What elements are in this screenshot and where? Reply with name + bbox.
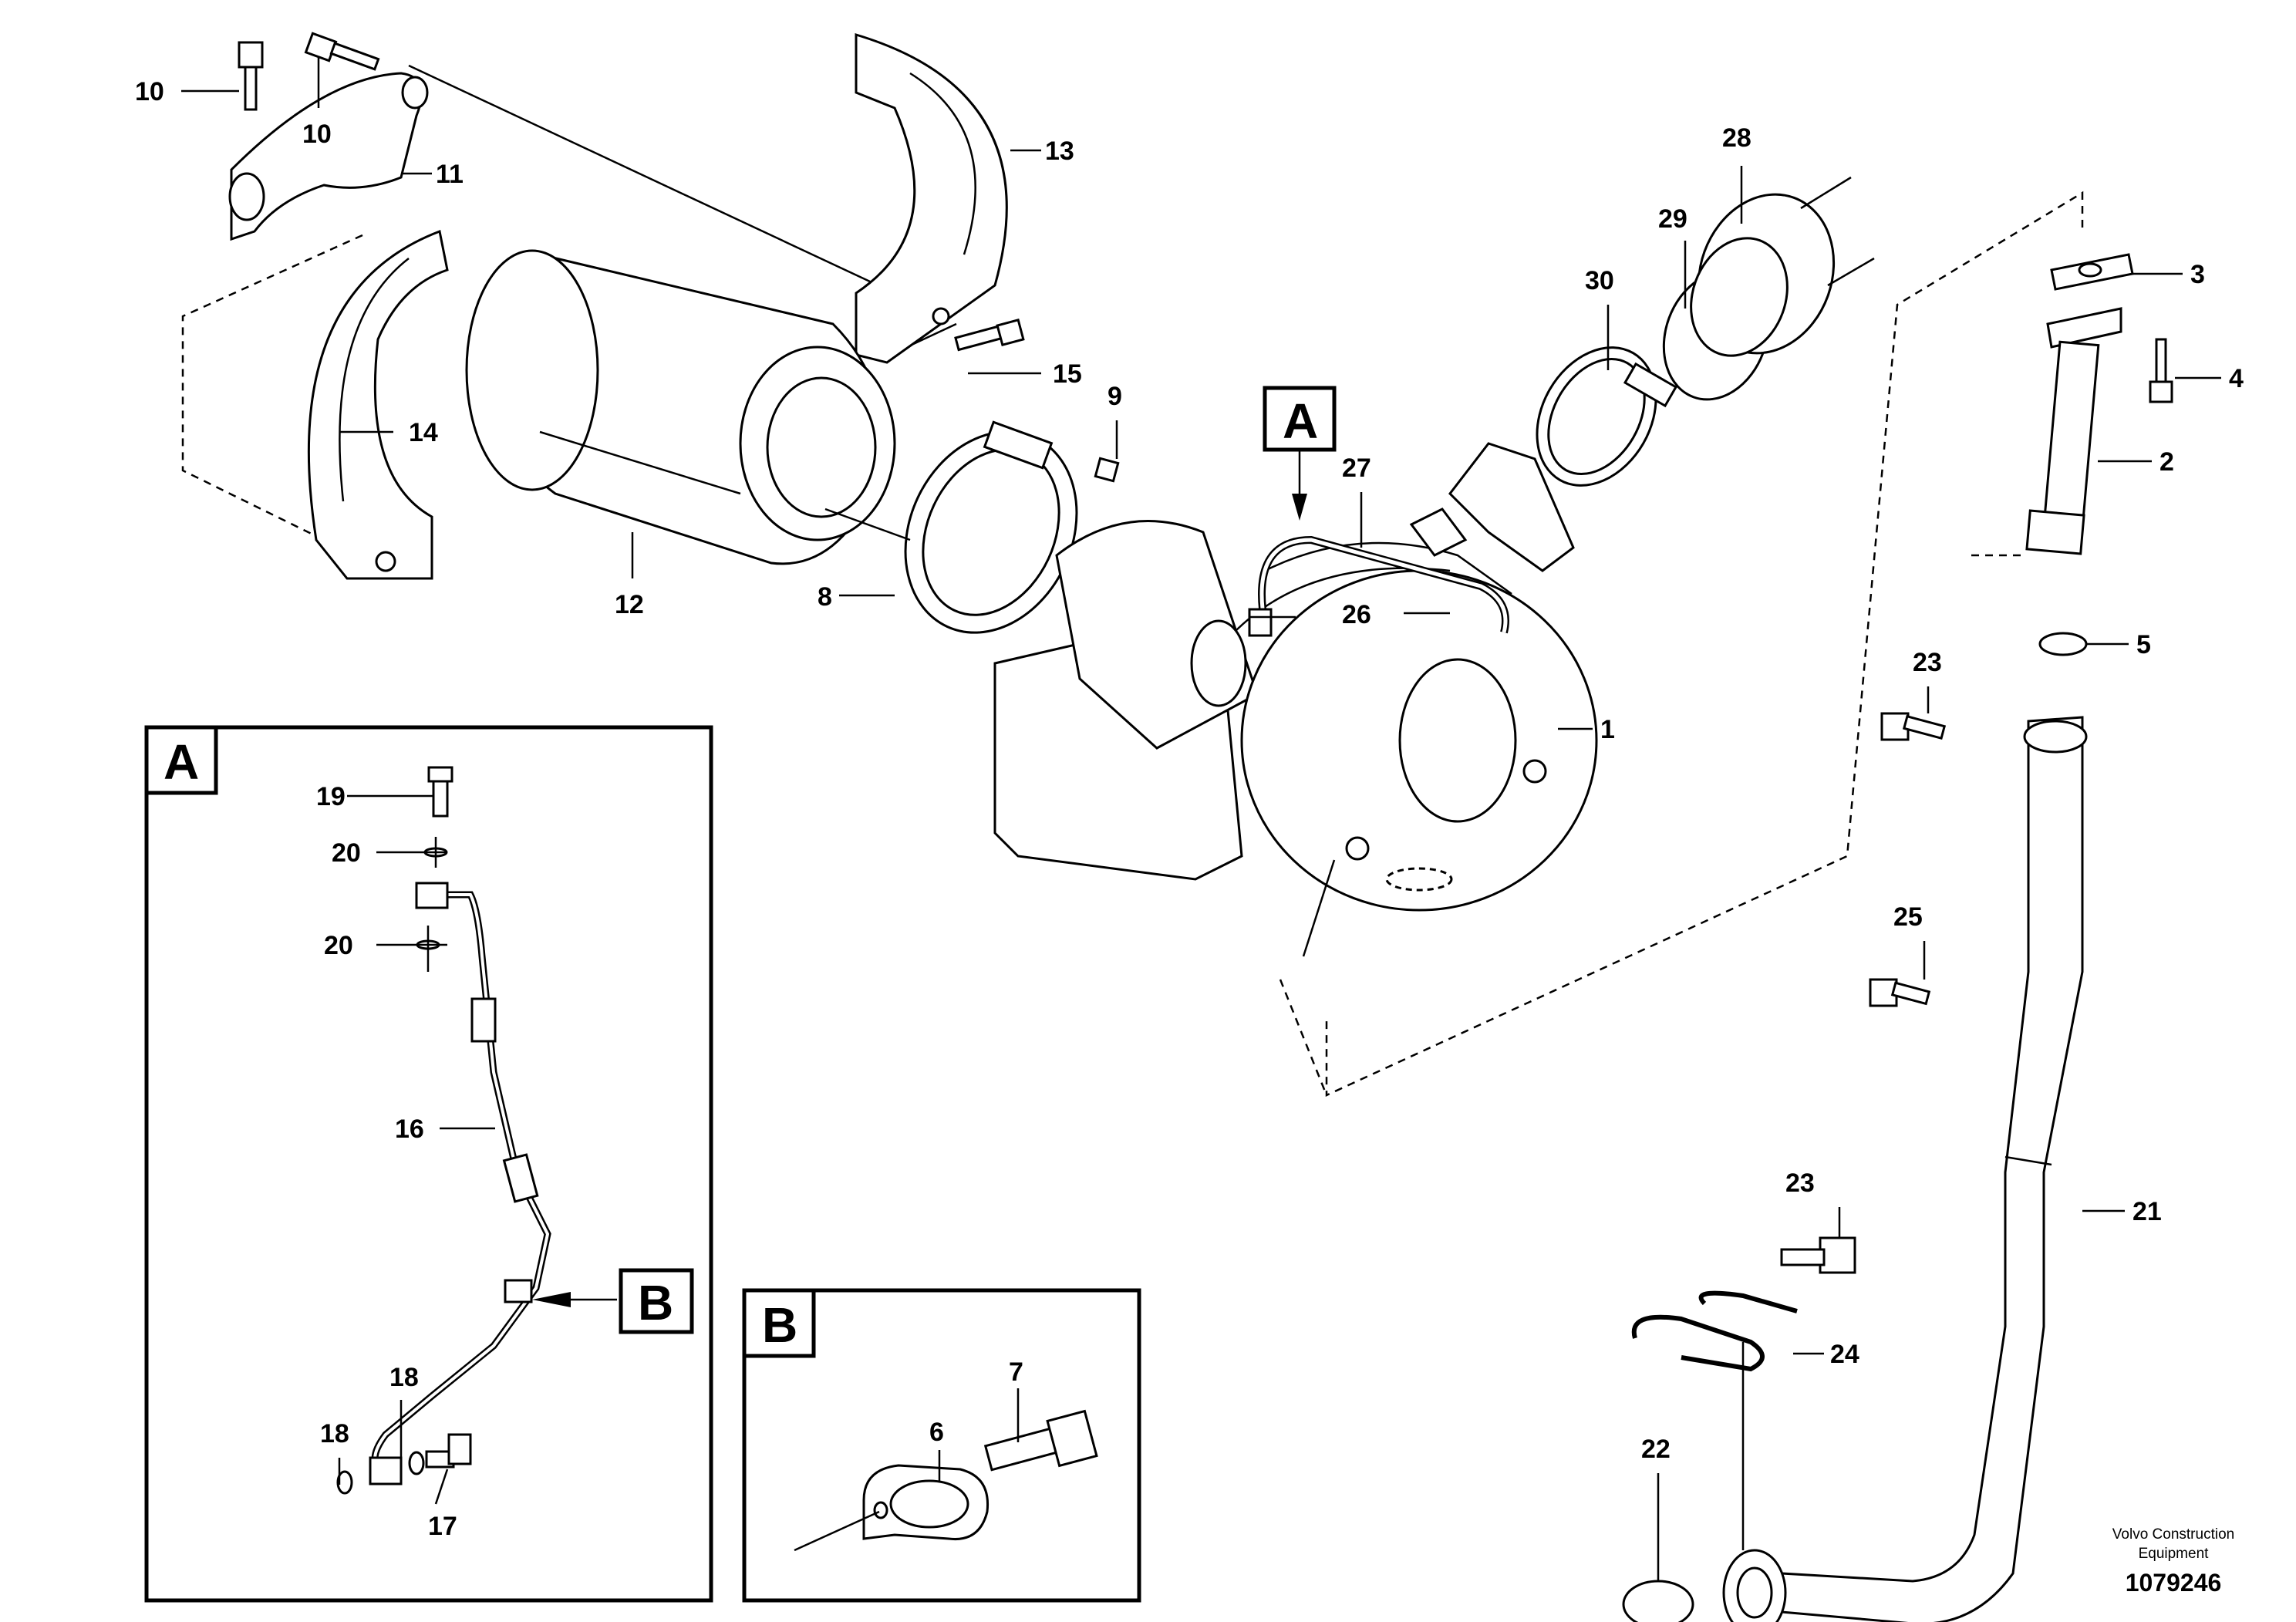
callout-16: 16: [395, 1114, 424, 1144]
inlet-hose: [1409, 442, 1575, 572]
gasket-22: [1622, 1580, 1694, 1622]
callout-10a: 10: [135, 77, 164, 106]
callout-28: 28: [1722, 123, 1752, 153]
bolt-15: [954, 318, 1025, 352]
detail-pointer-b-label: B: [638, 1275, 673, 1330]
callout-3: 3: [2190, 260, 2205, 289]
callout-15: 15: [1053, 359, 1082, 389]
banjo-bolt-17: [425, 1433, 472, 1469]
detail-pointer-a-label: A: [1283, 393, 1318, 449]
detail-box-b: B 6 7: [742, 1288, 1141, 1603]
callout-4: 4: [2229, 364, 2244, 393]
callout-14: 14: [409, 418, 438, 447]
brand-line-1: Volvo Construction: [2112, 1526, 2234, 1543]
callout-25: 25: [1893, 902, 1923, 932]
detail-box-b-label: B: [762, 1297, 797, 1353]
detail-box-a: A: [144, 725, 713, 1603]
callout-18a: 18: [389, 1363, 419, 1392]
callout-27: 27: [1342, 454, 1371, 483]
clamp-6: [862, 1464, 990, 1541]
callout-2: 2: [2159, 447, 2174, 477]
callout-21: 21: [2132, 1197, 2162, 1226]
fitting-26: [1248, 608, 1273, 637]
callout-17: 17: [428, 1512, 457, 1541]
callout-9: 9: [1108, 382, 1122, 411]
callout-19: 19: [316, 782, 346, 811]
gasket-3: [2050, 253, 2134, 291]
callout-1: 1: [1600, 715, 1615, 744]
oil-pipe-16: [369, 882, 551, 1485]
washer-18-right: [408, 1451, 425, 1475]
callout-29: 29: [1658, 204, 1687, 234]
screw-7: [983, 1409, 1098, 1472]
callout-18b: 18: [320, 1419, 349, 1448]
callout-10b: 10: [302, 120, 332, 149]
bolt-23-upper: [1880, 712, 1947, 741]
turbocharger-1: [993, 520, 1598, 912]
bolt-25: [1869, 978, 1931, 1007]
bracket-11: [228, 72, 429, 241]
drain-pipe-21: [1722, 716, 2088, 1622]
callout-6: 6: [929, 1418, 944, 1447]
bolt-10-vertical: [238, 41, 264, 111]
callout-numbers: 10 10 11 13 14 15 9 12 8 26 27 1 30 29 2…: [135, 77, 2244, 1464]
bolt-23-lower: [1780, 1236, 1856, 1274]
callout-22: 22: [1641, 1435, 1671, 1464]
callout-8: 8: [818, 582, 832, 612]
bolt-10-angled: [304, 32, 380, 71]
callout-20b: 20: [324, 931, 353, 960]
catalyst-12: [465, 249, 896, 565]
nut-9: [1094, 457, 1120, 483]
callout-20a: 20: [332, 838, 361, 868]
heat-shield-13: [855, 32, 1008, 364]
o-ring-5: [2038, 632, 2088, 656]
assembly-guide-lines: [181, 64, 2084, 1097]
callout-23a: 23: [1913, 648, 1942, 677]
hose-clamp-30: [1536, 346, 1678, 487]
detail-box-a-label: A: [164, 734, 199, 790]
detail-pointer-a: A: [1263, 386, 1337, 521]
clip-24: [1631, 1290, 1798, 1372]
screw-4: [2149, 338, 2173, 403]
drawing-number: 1079246: [2126, 1569, 2222, 1597]
callout-24: 24: [1830, 1340, 1859, 1369]
callout-30: 30: [1585, 266, 1614, 295]
banjo-bolt-19: [427, 766, 453, 818]
brand-line-2: Equipment: [2139, 1546, 2210, 1562]
callout-5: 5: [2136, 630, 2151, 659]
callout-23b: 23: [1785, 1168, 1815, 1198]
leader-lines: [181, 58, 2221, 1581]
callout-12: 12: [615, 590, 644, 619]
oil-pipe-2: [2025, 307, 2122, 555]
callout-11: 11: [436, 160, 464, 189]
callout-13: 13: [1045, 137, 1074, 166]
footer: Volvo Construction Equipment 1079246: [2112, 1526, 2234, 1597]
callout-7: 7: [1009, 1357, 1023, 1387]
washer-18-left: [336, 1470, 353, 1495]
adapter-28: [1690, 176, 1875, 357]
v-clamp-8: [904, 420, 1078, 634]
callout-26: 26: [1342, 600, 1371, 629]
heat-shield-14: [307, 229, 449, 580]
wastegate-line-27: [1258, 535, 1509, 634]
